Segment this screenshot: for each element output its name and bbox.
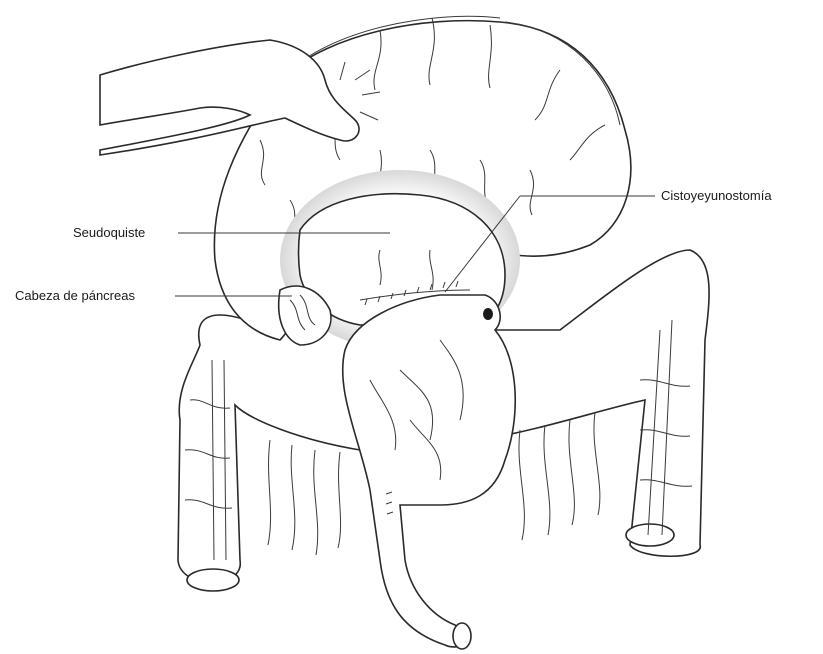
- label-cystojejunostomy: Cistoyeyunostomía: [661, 188, 772, 203]
- jejunal-loop: [343, 281, 516, 649]
- label-pancreas-head: Cabeza de páncreas: [15, 288, 135, 303]
- label-pseudocyst: Seudoquiste: [73, 225, 145, 240]
